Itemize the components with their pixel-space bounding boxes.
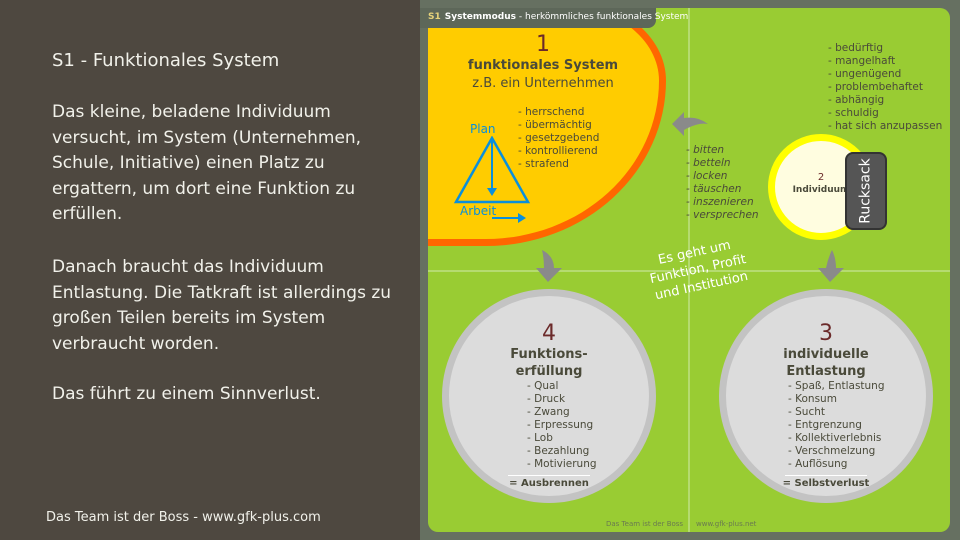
fulfillment-content: 4 Funktions-erfüllung - Qual- Druck- Zwa… [449,321,649,489]
diagram-card: 1 funktionales System z.B. ein Unternehm… [428,8,950,532]
arbeit-label: Arbeit [460,204,497,218]
curved-arrow-down-icon [818,250,844,282]
system-number: 1 [536,32,550,57]
footer-left: Das Team ist der Boss [606,520,684,528]
actions-list: - bitten- betteln- locken- täuschen- ins… [686,144,759,221]
relief-result: = Selbstverlust [782,478,870,489]
text-panel: S1 - Funktionales System Das kleine, bel… [0,0,420,540]
paragraph: Das führt zu einem Sinnverlust. [52,384,321,404]
fulfillment-result: = Ausbrennen [509,478,589,489]
system-title: funktionales System [467,58,619,73]
fulfillment-circle [442,289,656,503]
footer: Das Team ist der Boss - www.gfk-plus.com [46,510,321,525]
system-subtitle: z.B. ein Unternehmen [472,76,614,91]
backpack: Rucksack [845,152,887,230]
paragraph: Das kleine, beladene Individuum versucht… [52,102,362,224]
footer-right: www.gfk-plus.net [696,520,757,528]
relief-circle [719,289,933,503]
system-list: - herrschend- übermächtig- gesetzgebend-… [518,106,600,170]
paragraph: Danach braucht das Individuum Entlastung… [52,257,392,354]
plan-label: Plan [470,122,496,136]
plan-arbeit-triangle-icon [453,136,531,223]
individual-number: 2 [817,172,825,183]
divider [428,270,950,272]
slide-title: S1 - Funktionales System [52,50,280,71]
curved-arrow-down-icon [536,250,562,282]
curved-arrow-left-icon [672,112,708,136]
individual-label: Individuum [792,185,850,195]
traits-list: - bedürftig- mangelhaft- ungenügend- pro… [828,42,943,132]
